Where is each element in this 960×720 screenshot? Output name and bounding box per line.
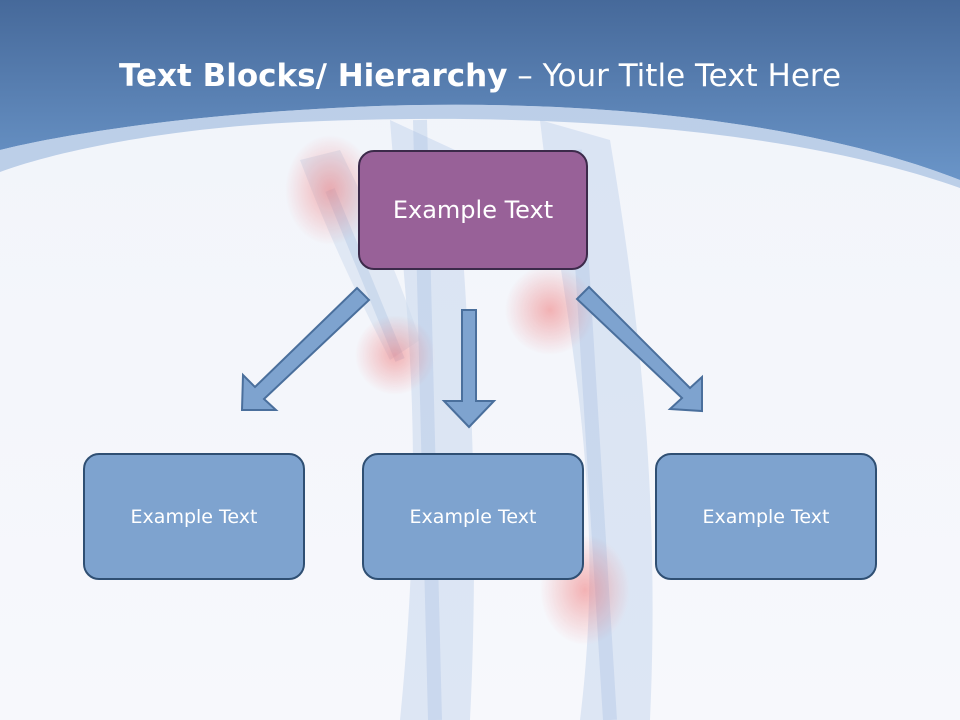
arrow-center: [441, 309, 497, 429]
top-level-box[interactable]: Example Text: [358, 150, 588, 270]
title-separator: –: [507, 58, 543, 94]
child-box-center-label: Example Text: [409, 505, 537, 528]
title-rest: Your Title Text Here: [542, 58, 842, 94]
child-box-left-label: Example Text: [130, 505, 258, 528]
header-swoosh: [0, 104, 960, 188]
header-band: [0, 0, 960, 180]
slide-title: Text Blocks/ Hierarchy – Your Title Text…: [0, 52, 960, 100]
arrow-left: [240, 286, 371, 411]
child-box-right-label: Example Text: [702, 505, 830, 528]
child-box-center[interactable]: Example Text: [362, 453, 584, 580]
arrow-right: [575, 285, 703, 413]
top-level-box-label: Example Text: [392, 196, 554, 224]
child-box-left[interactable]: Example Text: [83, 453, 305, 580]
title-bold: Text Blocks/ Hierarchy: [118, 58, 508, 94]
child-box-right[interactable]: Example Text: [655, 453, 877, 580]
